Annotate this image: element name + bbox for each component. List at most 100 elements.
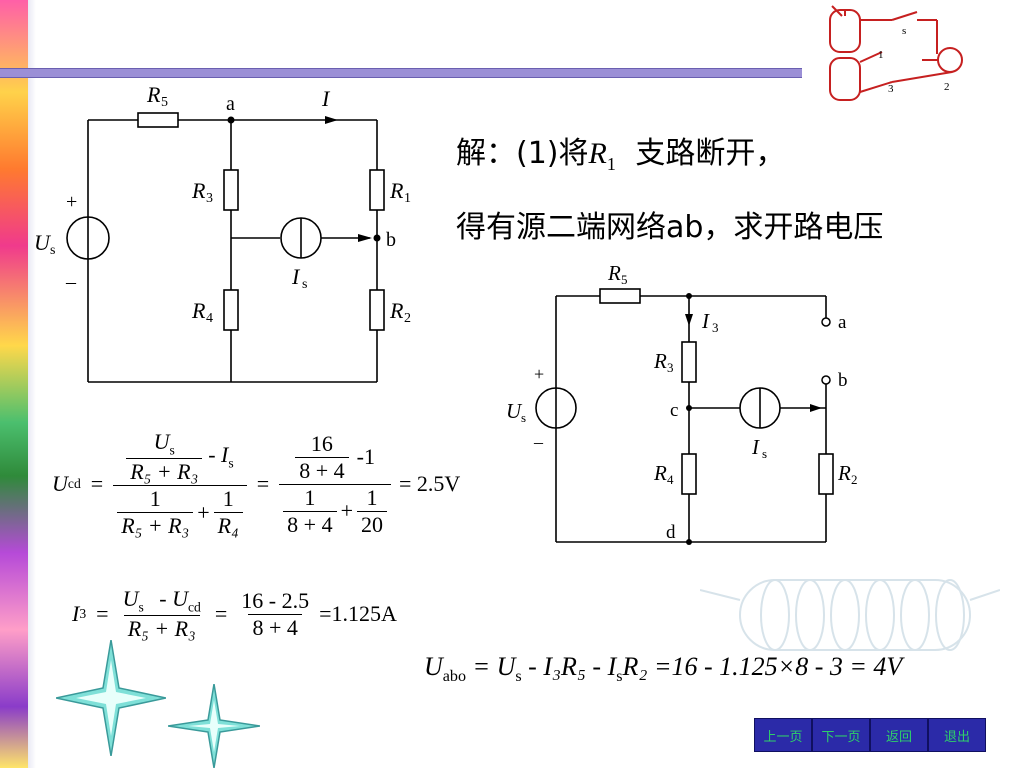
ucd-lhs-sub: cd [67,476,81,491]
exit-button[interactable]: 退出 [928,718,986,752]
ucd-result: = 2.5V [399,471,461,496]
c1-r4-label: R [191,298,206,323]
c2-r5-sub: 5 [621,272,628,287]
c2-us-label: U [506,399,523,423]
formula-uabo: Uabo = Us - I₃R₅ - IsR₂ =16 - 1.125×8 - … [424,652,902,686]
c1-minus: – [65,271,77,293]
uabo-lhs-sub: abo [442,668,467,686]
c2-minus: – [533,432,544,452]
i3-num-sub: s [138,599,144,615]
c1-current-i: I [321,86,331,111]
decorative-side-strip [0,0,28,768]
f1-den-plus: + [197,499,210,525]
c1-us-label: U [34,230,52,255]
solution-line-1-start: 解：(1)将 [456,136,589,171]
c2-node-c: c [670,400,678,421]
i3-den2: 8 + 4 [248,613,302,641]
c2-is-sub: s [762,446,767,461]
c1-r1-sub: 1 [404,191,411,206]
f1-num-a-bot: R₅ + R₃ [126,458,203,485]
c1-r5-sub: 5 [161,95,168,110]
c1-us-sub: s [50,243,55,258]
uabo-tail: R₂ =16 - 1.125×8 - 3 = 4V [622,652,903,681]
f2-num-a-bot: 8 + 4 [295,456,349,484]
uabo-rest-sub: s [616,668,623,686]
circuit-logo-icon: s 1 2 3 [829,5,963,101]
c2-node-a: a [838,312,847,333]
logo-label-3: 3 [888,83,894,95]
c2-r2-sub: 2 [851,472,858,487]
c2-us-sub: s [521,410,526,425]
c1-node-b: b [386,229,396,251]
prev-page-button[interactable]: 上一页 [754,718,812,752]
c2-i3-sub: 3 [712,320,719,335]
next-page-button[interactable]: 下一页 [812,718,870,752]
f2-num-b: -1 [356,444,375,469]
c2-r3-sub: 3 [667,360,674,375]
c1-r2-sub: 2 [404,311,411,326]
logo-label-1: 1 [878,49,884,61]
f1-den-a-bot: R₅ + R₃ [117,512,194,539]
c2-r2-label: R [837,461,851,485]
c1-r4-sub: 4 [206,311,213,326]
f1-den-a-top: 1 [149,486,161,512]
i3-num-mid: - U [153,585,188,611]
c2-i3-label: I [701,309,710,333]
i3-lhs: I [72,601,80,626]
back-button[interactable]: 返回 [870,718,928,752]
i3-num: U [122,585,139,611]
i3-num-sub2: cd [187,599,201,615]
f1-num-a-top: U [153,428,170,454]
c1-is-sub: s [302,277,307,292]
i3-lhs-sub: 3 [79,606,87,621]
c2-is-label: I [751,435,760,459]
c2-r5-label: R [607,261,621,285]
i3-result: =1.125A [319,601,397,626]
c2-plus: + [534,364,544,384]
logo-label-2: 2 [944,81,950,93]
f1-num-b-sub: s [228,455,234,471]
coil-watermark-icon [700,579,1000,651]
i3-num2: 16 - 2.5 [241,587,310,613]
c1-r3-sub: 3 [206,191,213,206]
f1-den-b-top: 1 [222,486,234,512]
c1-plus: + [66,191,77,213]
c1-node-a: a [226,93,235,115]
f2-den-plus: + [340,498,353,523]
title-divider-bar [0,68,802,78]
f1-num-a-top-sub: s [169,442,175,458]
ucd-lhs: U [52,471,68,496]
ucd-frac2: 16 8 + 4 -1 1 8 + 4 + 1 20 [279,431,391,538]
c1-r3-label: R [191,178,206,203]
sparkle-star-icon [56,640,166,756]
f1-num-b: - I [208,442,229,468]
c2-r3-label: R [653,349,667,373]
f1-den-b-bot: R₄ [213,512,243,539]
f2-num-a-top: 16 [310,430,333,456]
c1-r2-label: R [389,298,404,323]
f2-den-a-bot: 8 + 4 [283,510,337,538]
c1-r5-label: R [146,82,161,107]
i3-den: R₅ + R₃ [123,615,200,642]
circuit-diagram-open: R 5 a I 3 R 3 b + U s – c I s R 4 R 2 d [506,261,858,545]
c2-r4-label: R [653,461,667,485]
uabo-lhs: U [424,652,443,681]
solution-line-1-sub: 1 [606,154,616,174]
uabo-rhs-sub: s [515,668,522,686]
solution-line-1-var: R [588,137,607,170]
solution-line-2: 得有源二端网络ab，求开路电压 [456,210,884,245]
c2-node-b: b [838,370,848,391]
circuit-diagram-full: R 5 a I R 3 R 1 + U s – b I s R 4 R 2 [34,82,411,383]
solution-line-1-end: 支路断开， [635,136,786,171]
c1-is-label: I [291,264,301,289]
sparkle-star-icon-small [168,684,260,768]
c2-node-d: d [666,522,676,543]
f2-den-a-top: 1 [304,484,316,510]
side-strip-shade [28,0,36,768]
solution-line-1: 解：(1)将R1 支路断开， [456,128,785,175]
ucd-frac1: Us R₅ + R₃ - Is 1 R₅ + R₃ + 1 R₄ [113,429,247,539]
uabo-rest: - I₃R₅ - I [521,652,617,681]
f2-den-b-bot: 20 [357,510,387,538]
